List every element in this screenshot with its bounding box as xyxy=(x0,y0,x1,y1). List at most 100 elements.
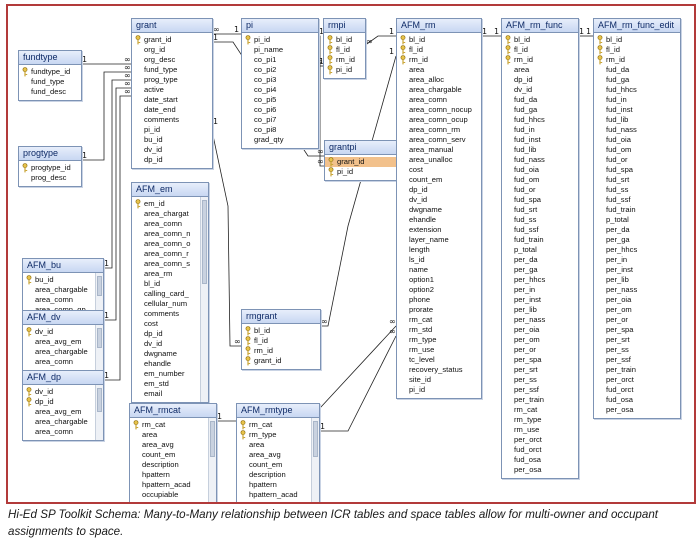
table-field[interactable]: area_comn_gp xyxy=(23,305,103,315)
table-field[interactable]: per_inst xyxy=(594,265,680,275)
table-field[interactable]: area_manual xyxy=(397,145,481,155)
table-field[interactable]: area_comn_serv xyxy=(397,135,481,145)
table-field[interactable]: per_spa xyxy=(502,355,578,365)
table-field[interactable]: per_srt xyxy=(502,365,578,375)
table-field[interactable]: hpattern_acad xyxy=(130,480,216,490)
table-field[interactable]: per_oia xyxy=(502,325,578,335)
table-field[interactable]: length xyxy=(397,245,481,255)
table-field[interactable]: area_chargable xyxy=(397,85,481,95)
table-field[interactable]: area_comn_rm xyxy=(397,125,481,135)
table-field[interactable]: fund_type xyxy=(132,65,212,75)
table-field[interactable]: fud_srt xyxy=(502,205,578,215)
table-field[interactable]: option1 xyxy=(397,275,481,285)
table-field[interactable]: ls_id xyxy=(397,255,481,265)
table-field[interactable]: description xyxy=(237,470,319,480)
table-field[interactable]: dv_id xyxy=(132,339,208,349)
table-field[interactable]: fud_ssf xyxy=(594,195,680,205)
table-field[interactable]: per_srt xyxy=(594,335,680,345)
table-field[interactable]: rm_std xyxy=(397,325,481,335)
vertical-scrollbar[interactable] xyxy=(95,385,103,440)
table-field[interactable]: fud_hhcs xyxy=(502,115,578,125)
vertical-scrollbar[interactable] xyxy=(200,197,208,402)
table-field[interactable]: org_desc xyxy=(132,55,212,65)
table-field[interactable]: area xyxy=(130,430,216,440)
table-field[interactable]: fud_inst xyxy=(594,105,680,115)
table-field[interactable]: dwgname xyxy=(397,205,481,215)
table-field[interactable]: fud_lib xyxy=(502,145,578,155)
table-field[interactable]: per_ga xyxy=(502,265,578,275)
table-field[interactable]: hpattern xyxy=(237,480,319,490)
primary-key-field[interactable]: pi_id xyxy=(325,167,413,177)
table-field[interactable]: area_comn_n xyxy=(132,229,208,239)
primary-key-field[interactable]: bl_id xyxy=(324,35,365,45)
table-field[interactable]: per_ss xyxy=(594,345,680,355)
table-field[interactable]: area_avg xyxy=(237,450,319,460)
table-field[interactable]: active xyxy=(132,85,212,95)
table-field[interactable]: pi_id xyxy=(397,385,481,395)
table-field[interactable]: per_osa xyxy=(502,465,578,475)
table-field[interactable]: area_comn_ocup xyxy=(397,115,481,125)
table-field[interactable]: fud_om xyxy=(502,175,578,185)
table-field[interactable]: prog_desc xyxy=(19,173,81,183)
primary-key-field[interactable]: grant_id xyxy=(325,157,413,167)
table-field[interactable]: fud_train xyxy=(502,235,578,245)
table-field[interactable]: per_hhcs xyxy=(502,275,578,285)
table-field[interactable]: co_pi2 xyxy=(242,65,318,75)
table-field[interactable]: phone xyxy=(397,295,481,305)
primary-key-field[interactable]: rm_id xyxy=(242,346,320,356)
table-field[interactable]: area_comn_nocup xyxy=(397,105,481,115)
table-field[interactable]: per_inst xyxy=(502,295,578,305)
table-field[interactable]: fud_train xyxy=(594,205,680,215)
table-field[interactable]: per_om xyxy=(502,335,578,345)
table-field[interactable]: fud_in xyxy=(502,125,578,135)
table-field[interactable]: co_pi6 xyxy=(242,105,318,115)
table-field[interactable]: calling_card_ xyxy=(132,289,208,299)
table-field[interactable]: description xyxy=(130,460,216,470)
table-field[interactable]: fud_nass xyxy=(502,155,578,165)
table-field[interactable]: area_avg_em xyxy=(23,337,103,347)
table-field[interactable]: extension xyxy=(397,225,481,235)
table-field[interactable]: email xyxy=(132,389,208,399)
table-field[interactable]: area_unalloc xyxy=(397,155,481,165)
table-field[interactable]: bl_id xyxy=(132,279,208,289)
table-field[interactable]: co_pi1 xyxy=(242,55,318,65)
table-field[interactable]: count_em xyxy=(130,450,216,460)
table-field[interactable]: per_ss xyxy=(502,375,578,385)
table-field[interactable]: per_ssf xyxy=(594,355,680,365)
table-field[interactable]: cost xyxy=(132,319,208,329)
table-field[interactable]: per_da xyxy=(502,255,578,265)
primary-key-field[interactable]: grant_id xyxy=(132,35,212,45)
table-field[interactable]: dwgname xyxy=(132,349,208,359)
primary-key-field[interactable]: em_id xyxy=(132,199,208,209)
table-field[interactable]: fud_nass xyxy=(594,125,680,135)
table-field[interactable]: area_comn_r xyxy=(132,249,208,259)
primary-key-field[interactable]: dv_id xyxy=(23,327,103,337)
table-field[interactable]: org_id xyxy=(132,45,212,55)
table-field[interactable]: hpattern_acad xyxy=(237,490,319,500)
table-field[interactable]: fud_da xyxy=(594,65,680,75)
table-field[interactable]: per_train xyxy=(502,395,578,405)
table-field[interactable]: dp_id xyxy=(132,329,208,339)
table-field[interactable]: p_total xyxy=(502,245,578,255)
primary-key-field[interactable]: rm_id xyxy=(324,55,365,65)
table-field[interactable]: fud_ssf xyxy=(502,225,578,235)
primary-key-field[interactable]: rm_cat xyxy=(130,420,216,430)
table-field[interactable]: fud_om xyxy=(594,145,680,155)
table-field[interactable]: dp_id xyxy=(397,185,481,195)
table-field[interactable]: fud_inst xyxy=(502,135,578,145)
table-field[interactable]: fund_type xyxy=(19,77,81,87)
table-field[interactable]: dp_id xyxy=(502,75,578,85)
table-field[interactable]: per_orct xyxy=(594,375,680,385)
vertical-scrollbar[interactable] xyxy=(311,418,319,502)
table-field[interactable]: per_nass xyxy=(594,285,680,295)
primary-key-field[interactable]: bl_id xyxy=(397,35,481,45)
table-field[interactable]: area_comn xyxy=(132,219,208,229)
table-field[interactable]: date_end xyxy=(132,105,212,115)
